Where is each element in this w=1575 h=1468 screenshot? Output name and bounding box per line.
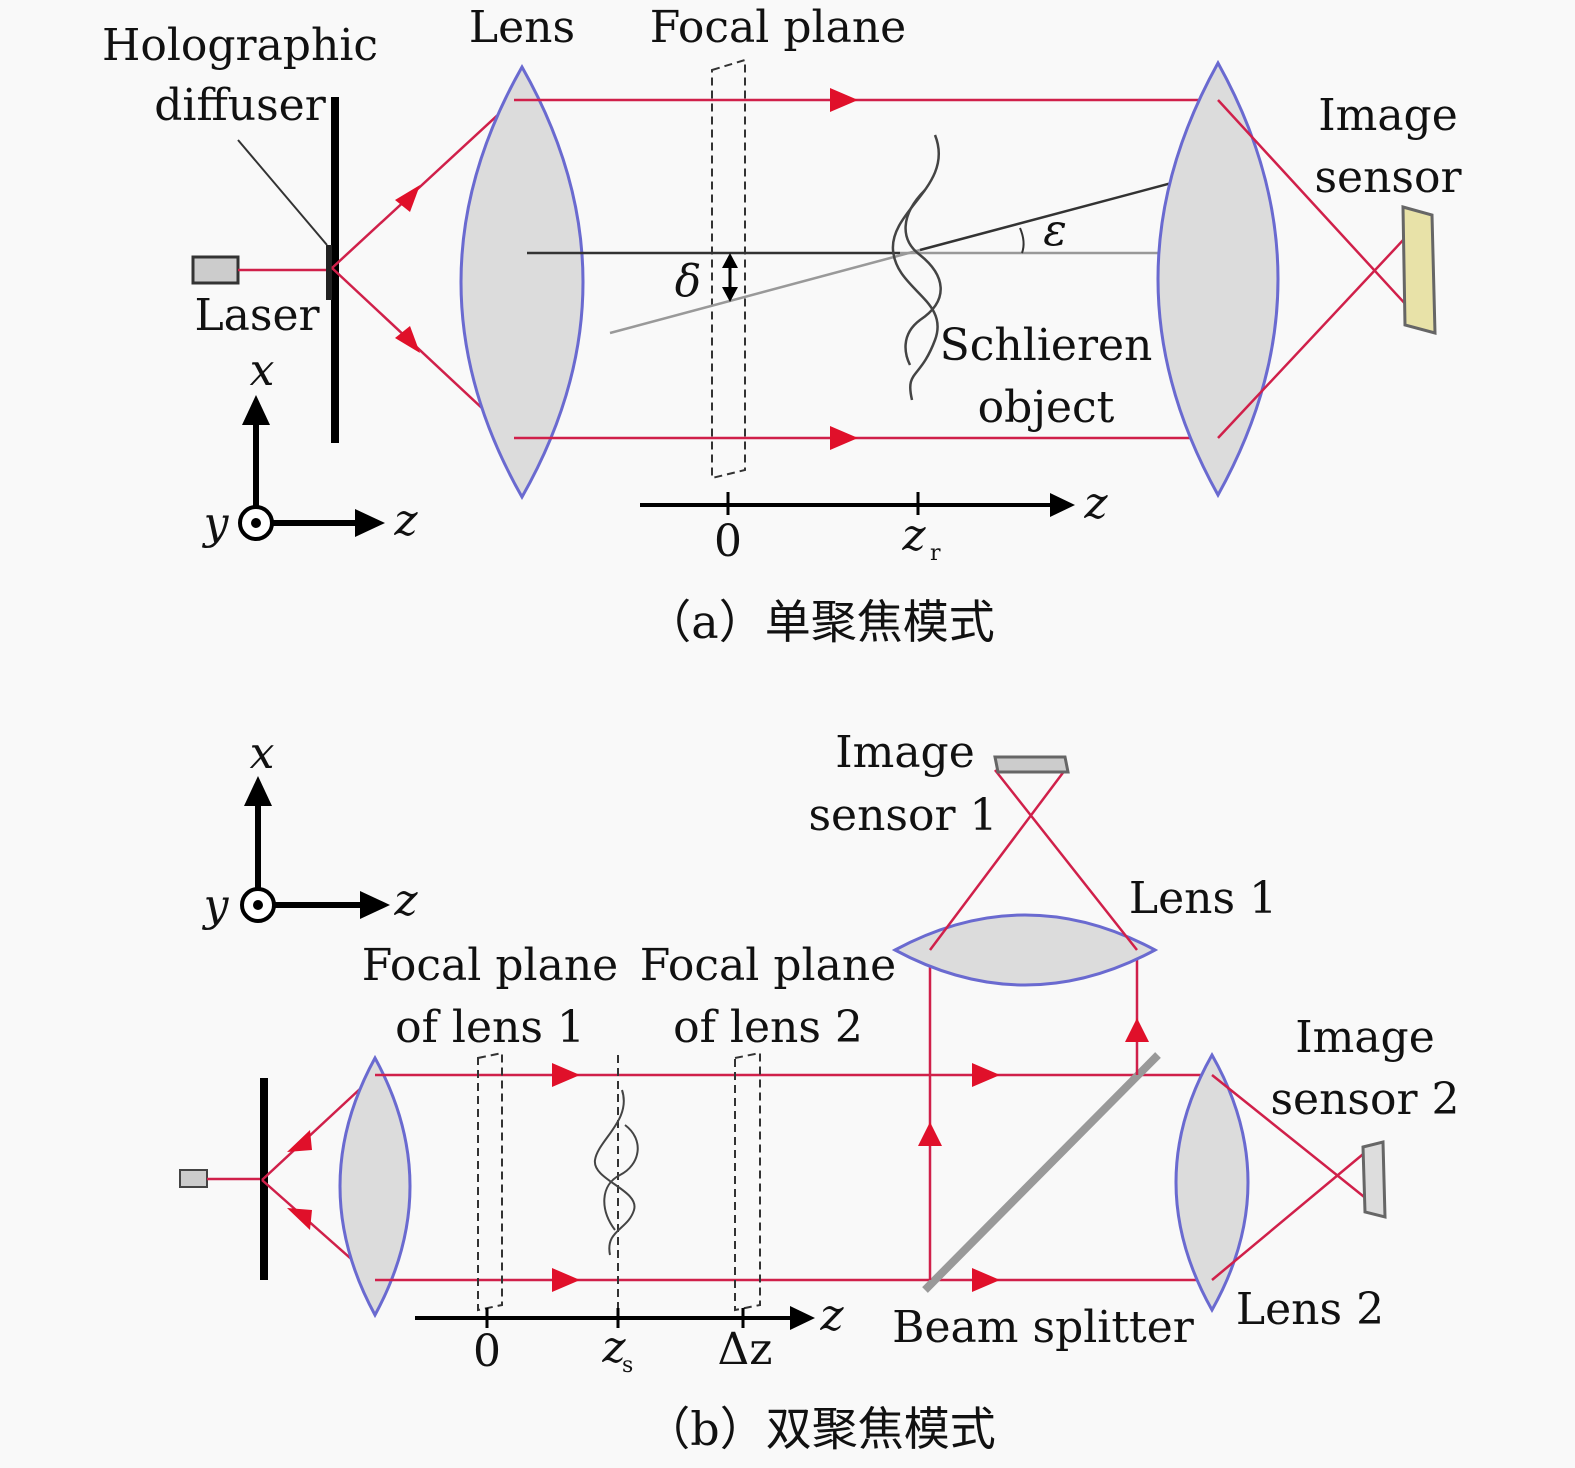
panel-a-single-focus: Holographic diffuser Lens Focal plane Im… — [102, 2, 1463, 649]
label-axis-x: x — [250, 345, 275, 396]
panel-b-dual-focus: x y z Image sensor 1 Lens 1 Image sensor… — [179, 727, 1460, 1456]
caption-b: （b）双聚焦模式 — [644, 1402, 995, 1456]
lens-2 — [1174, 1051, 1250, 1314]
epsilon-arc — [1019, 227, 1025, 254]
label-focal-plane-1: Focal plane — [362, 940, 618, 991]
label-sensor1: sensor 1 — [808, 790, 997, 841]
tick-label-0: 0 — [714, 516, 742, 567]
label-focal-plane: Focal plane — [650, 2, 906, 53]
tick-label-zr-sub: r — [930, 541, 941, 566]
label-lens2: Lens 2 — [1236, 1284, 1384, 1335]
label-object: object — [978, 382, 1115, 433]
caption-a: （a）单聚焦模式 — [645, 595, 994, 649]
label-delta: δ — [675, 256, 702, 307]
ray-arrow — [395, 326, 420, 353]
label-sensor2: sensor 2 — [1270, 1074, 1459, 1125]
label-holographic: Holographic — [102, 20, 378, 71]
focal-plane-a — [711, 58, 746, 480]
lens-1 — [891, 913, 1159, 987]
coord-axes-a — [238, 395, 385, 541]
label-of-lens-1: of lens 1 — [395, 1002, 585, 1053]
lens-a1 — [459, 63, 585, 501]
label-image: Image — [1318, 90, 1458, 141]
label-sensor1-image: Image — [835, 727, 975, 778]
label-axis-z-b: z — [393, 875, 418, 926]
lens-a2 — [1156, 59, 1280, 499]
lens-b-main — [338, 1054, 412, 1319]
laser — [191, 255, 240, 285]
image-sensor-a — [1401, 205, 1437, 335]
coord-axes-b — [240, 776, 390, 923]
label-schlieren: Schlieren — [940, 320, 1153, 371]
label-of-lens-2: of lens 2 — [673, 1002, 863, 1053]
tick-label-zr: z — [901, 510, 926, 561]
label-axis-y-b: y — [202, 880, 230, 931]
diffuser-leader-line — [237, 139, 328, 246]
beam-splitter — [922, 1052, 1161, 1293]
tick-label-zs-sub: s — [622, 1353, 633, 1378]
focal-plane-lens1 — [477, 1051, 503, 1312]
label-lens: Lens — [469, 2, 575, 53]
label-laser: Laser — [194, 290, 320, 341]
delta-arrow — [722, 253, 738, 302]
label-axis-z: z — [393, 495, 418, 546]
label-zaxis-b: z — [819, 1290, 844, 1341]
label-axis-y: y — [202, 498, 230, 549]
focal-plane-lens2 — [734, 1051, 761, 1312]
label-lens1: Lens 1 — [1129, 873, 1277, 924]
schlieren-object-a — [891, 134, 942, 401]
label-diffuser: diffuser — [154, 80, 326, 131]
ray-arrow — [395, 185, 420, 212]
label-axis-x-b: x — [250, 728, 275, 779]
label-zaxis: z — [1083, 478, 1108, 529]
laser-b — [179, 1169, 208, 1188]
image-sensor-1 — [993, 755, 1070, 774]
label-sensor2-image: Image — [1295, 1012, 1435, 1063]
schlieren-object-b — [593, 1089, 639, 1256]
tick-label-delta-z: Δz — [718, 1324, 773, 1375]
tick-label-0-b: 0 — [473, 1326, 501, 1377]
label-beam-splitter: Beam splitter — [892, 1302, 1195, 1353]
label-epsilon: ε — [1043, 205, 1067, 256]
label-sensor: sensor — [1314, 152, 1462, 203]
tick-label-zs: z — [601, 1322, 626, 1373]
label-focal-plane-2: Focal plane — [640, 940, 896, 991]
image-sensor-2 — [1361, 1140, 1387, 1219]
